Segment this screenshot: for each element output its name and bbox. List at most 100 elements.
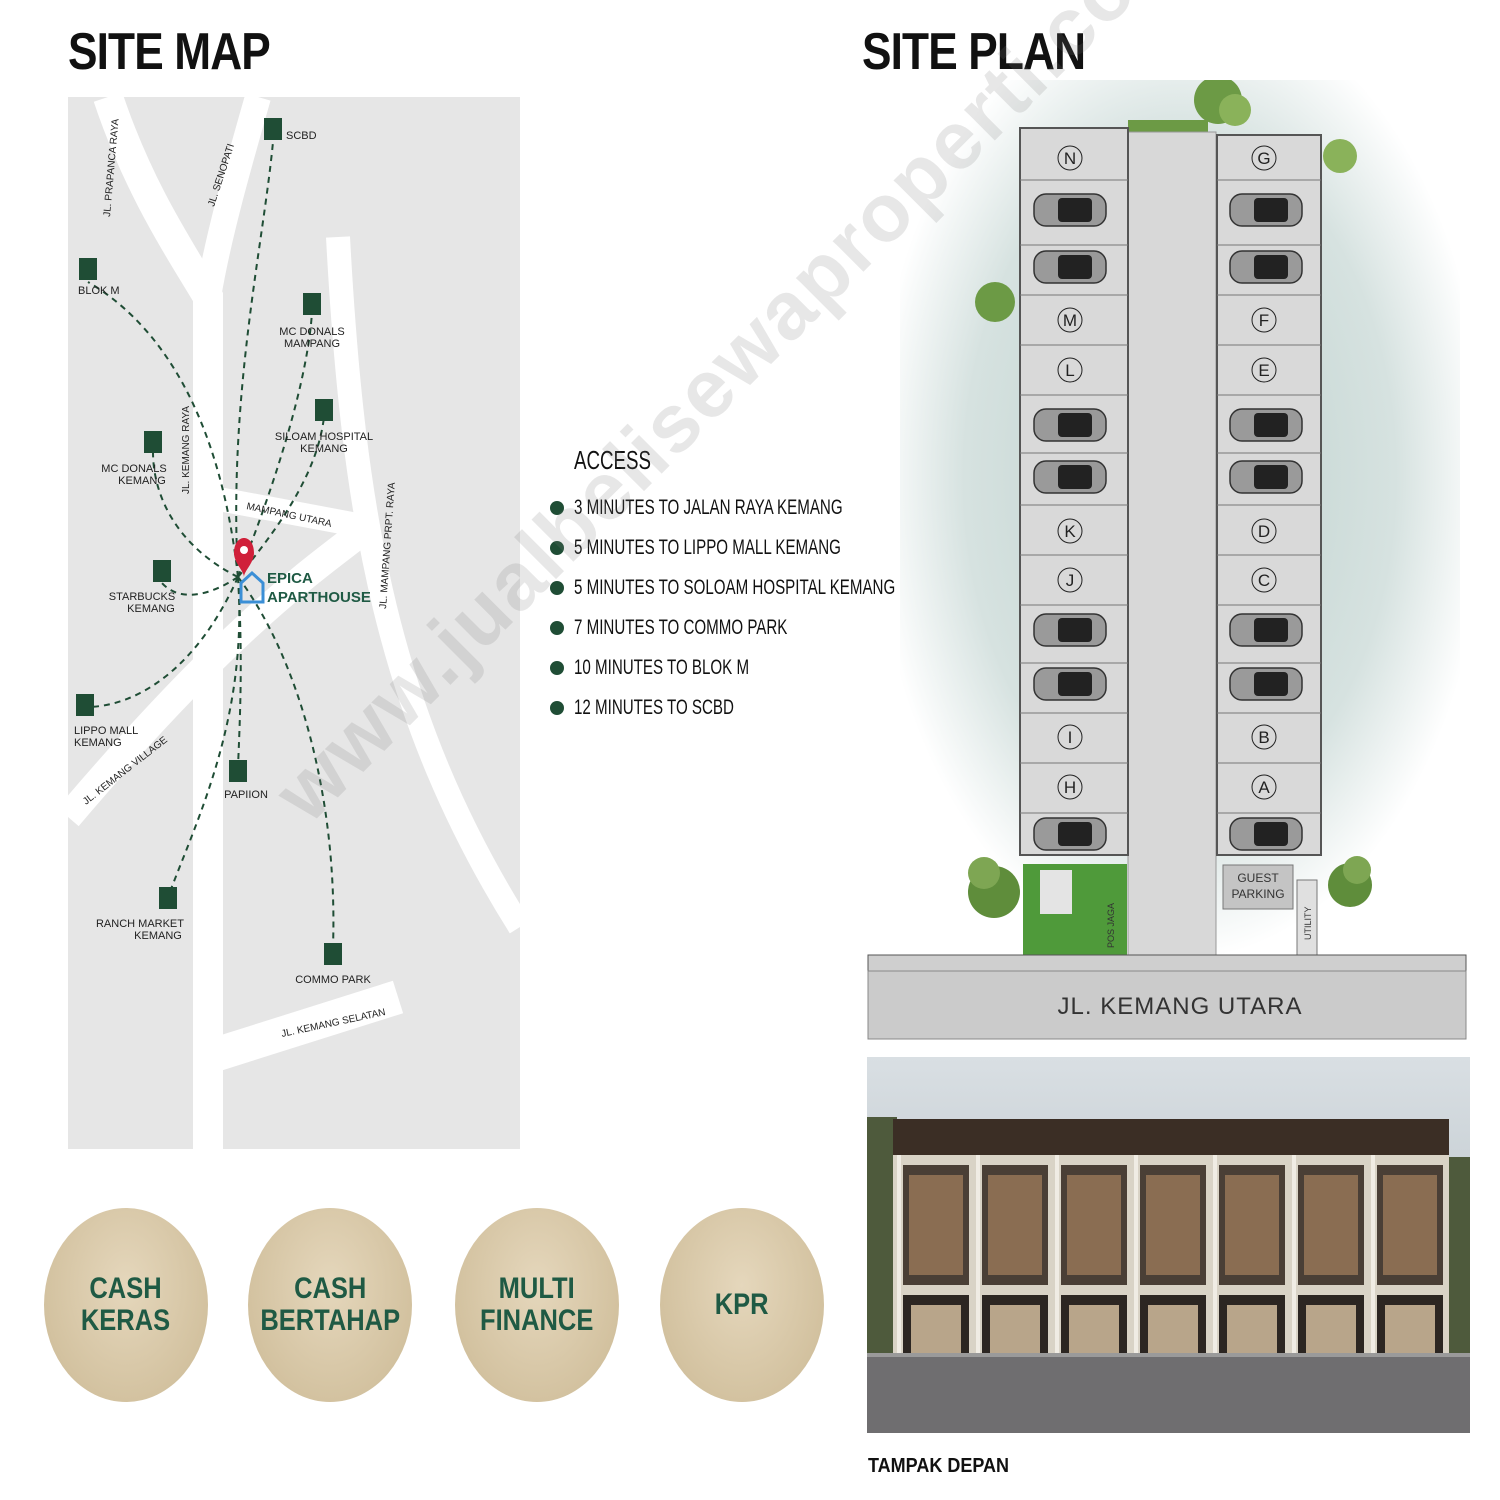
- unit-label-e: E: [1258, 361, 1269, 380]
- unit-dividers: [1020, 179, 1321, 814]
- site-map-title: SITE MAP: [68, 23, 271, 81]
- payment-option-label: KPR: [715, 1288, 769, 1321]
- unit-label-m: M: [1063, 311, 1077, 330]
- access-item: 3 MINUTES TO JALAN RAYA KEMANG: [550, 488, 880, 528]
- car-icon: [1229, 460, 1303, 494]
- site-map-canvas: SCBD BLOK M MC DONALS MAMPANG SILOAM HOS…: [68, 97, 520, 1149]
- label-commo: COMMO PARK: [295, 974, 371, 986]
- marker-starbucks: [153, 560, 171, 582]
- site-plan-canvas: N M L K J I H G F E D C B A POS JAGA GUE…: [867, 80, 1467, 1040]
- sidewalk: [867, 954, 1467, 972]
- label-mcd-kemang-1: MC DONALS: [101, 463, 166, 475]
- access-item: 5 MINUTES TO SOLOAM HOSPITAL KEMANG: [550, 568, 895, 608]
- site-plan-title: SITE PLAN: [862, 23, 1086, 81]
- unit-label-g: G: [1257, 149, 1270, 168]
- payment-option-cash-bertahap: CASH BERTAHAP: [248, 1208, 412, 1402]
- unit-label-a: A: [1258, 778, 1270, 797]
- location-pin-icon: [234, 538, 254, 577]
- access-section: ACCESS 3 MINUTES TO JALAN RAYA KEMANG 5 …: [550, 445, 895, 728]
- bullet-dot-icon: [550, 501, 564, 515]
- garden-structure: [1040, 870, 1072, 914]
- car-icon: [1229, 613, 1303, 647]
- guest-parking-label-2: PARKING: [1231, 887, 1284, 901]
- access-item: 7 MINUTES TO COMMO PARK: [550, 608, 880, 648]
- car-icon: [1229, 667, 1303, 701]
- access-title: ACCESS: [574, 445, 651, 475]
- marker-mcd-mampang: [303, 293, 321, 315]
- line-mcd-kemang: [152, 451, 239, 578]
- site-plan: N M L K J I H G F E D C B A POS JAGA GUE…: [860, 80, 1500, 1045]
- label-lippo-1: LIPPO MALL: [74, 725, 138, 737]
- map-background: [68, 97, 520, 1149]
- label-ranch-1: RANCH MARKET: [96, 918, 184, 930]
- tree-right: [1447, 1157, 1470, 1357]
- marker-commo: [324, 943, 342, 965]
- facade-unit: [897, 1155, 969, 1353]
- street-road: [867, 970, 1467, 1040]
- pos-jaga-label: POS JAGA: [1106, 903, 1116, 948]
- unit-label-k: K: [1064, 522, 1076, 541]
- project-name-line1: EPICA: [267, 570, 313, 587]
- street-name: JL. KEMANG UTARA: [1058, 993, 1303, 1020]
- line-blok-m: [87, 281, 239, 578]
- payment-option-label: CASH KERAS: [81, 1272, 171, 1337]
- car-icon: [1033, 193, 1107, 227]
- label-mcd-mampang-2: MAMPANG: [284, 338, 340, 350]
- payment-option-multi-finance: MULTI FINANCE: [455, 1208, 619, 1402]
- landmark-markers: [76, 118, 342, 965]
- marker-blok-m: [79, 258, 97, 280]
- access-item: 12 MINUTES TO SCBD: [550, 688, 880, 728]
- car-icon: [1033, 460, 1107, 494]
- utility-label: UTILITY: [1303, 906, 1313, 940]
- road-mampang: [326, 236, 520, 934]
- front-view-canvas: [867, 1057, 1470, 1433]
- unit-label-l: L: [1065, 361, 1074, 380]
- marker-ranch: [159, 887, 177, 909]
- marker-scbd: [264, 118, 282, 140]
- tree-left: [867, 1117, 897, 1357]
- unit-label-b: B: [1258, 728, 1269, 747]
- facade-unit: [1371, 1155, 1443, 1353]
- access-item-text: 3 MINUTES TO JALAN RAYA KEMANG: [574, 496, 843, 519]
- house-logo-icon: [239, 570, 265, 604]
- driveway: [1127, 131, 1217, 965]
- marker-papiion: [229, 760, 247, 782]
- line-starbucks: [160, 576, 239, 596]
- car-icons: [1033, 193, 1303, 851]
- payment-option-label: MULTI FINANCE: [480, 1272, 594, 1337]
- label-siloam-1: SILOAM HOSPITAL: [275, 431, 373, 443]
- left-unit-labels: N M L K J I H: [1057, 145, 1083, 800]
- label-ranch-2: KEMANG: [134, 930, 182, 942]
- connection-lines: [85, 141, 335, 948]
- label-lippo-2: KEMANG: [74, 737, 122, 749]
- car-icon: [1229, 408, 1303, 442]
- unit-label-n: N: [1064, 149, 1076, 168]
- road-mampang-utara: [205, 485, 371, 539]
- line-lippo: [85, 576, 239, 708]
- front-view-illustration: [867, 1057, 1470, 1433]
- line-scbd: [235, 141, 274, 578]
- access-item-text: 12 MINUTES TO SCBD: [574, 696, 734, 719]
- site-map: SCBD BLOK M MC DONALS MAMPANG SILOAM HOS…: [68, 97, 520, 1149]
- bullet-dot-icon: [550, 581, 564, 595]
- marker-mcd-kemang: [144, 431, 162, 453]
- label-starbucks-1: STARBUCKS: [109, 591, 175, 603]
- guest-parking-area: [1222, 864, 1294, 910]
- facade-unit: [976, 1155, 1048, 1353]
- unit-label-c: C: [1258, 571, 1270, 590]
- access-item: 10 MINUTES TO BLOK M: [550, 648, 880, 688]
- access-item-text: 5 MINUTES TO SOLOAM HOSPITAL KEMANG: [574, 576, 896, 599]
- right-unit-labels: G F E D C B A: [1251, 145, 1277, 800]
- unit-label-i: I: [1068, 728, 1073, 747]
- bullet-dot-icon: [550, 541, 564, 555]
- label-papiion: PAPIION: [224, 789, 268, 801]
- car-icon: [1229, 193, 1303, 227]
- car-icon: [1033, 667, 1107, 701]
- marker-siloam: [315, 399, 333, 421]
- facade-unit: [1055, 1155, 1127, 1353]
- label-mcd-mampang-1: MC DONALS: [279, 326, 344, 338]
- facade-units: [897, 1155, 1443, 1353]
- payment-option-label: CASH BERTAHAP: [260, 1272, 400, 1337]
- access-item: 5 MINUTES TO LIPPO MALL KEMANG: [550, 528, 880, 568]
- car-icon: [1033, 817, 1107, 851]
